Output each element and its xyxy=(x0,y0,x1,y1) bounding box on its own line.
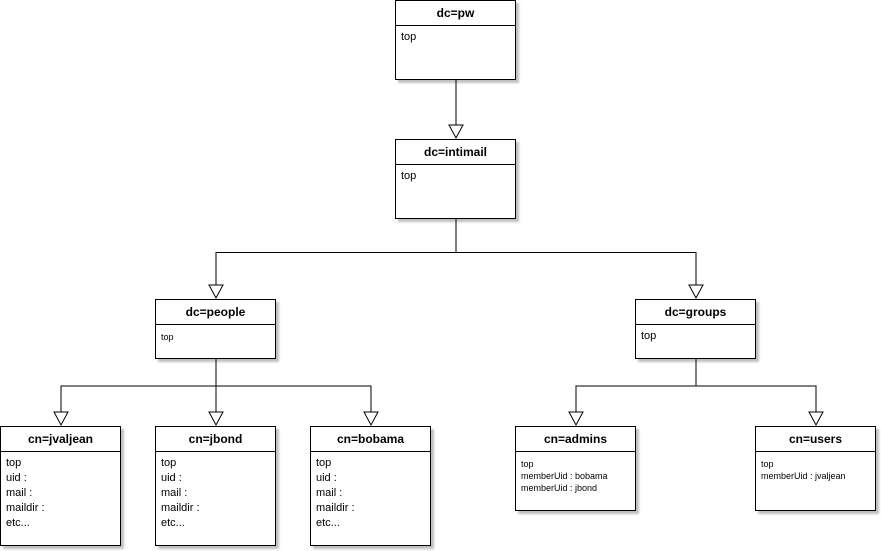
node-attribute: top xyxy=(641,330,657,342)
node-attributes: top uid : mail : maildir : etc... xyxy=(311,452,430,531)
node-attributes: top memberUid : bobama memberUid : jbond xyxy=(516,452,635,494)
node-attribute: etc... xyxy=(316,517,340,529)
node-attribute: mail : xyxy=(6,487,33,499)
node-attribute: uid : xyxy=(161,472,182,484)
node-attribute: maildir : xyxy=(6,502,45,514)
node-title: cn=users xyxy=(756,427,875,452)
node-attribute: memberUid : bobama xyxy=(521,471,608,481)
node-attributes: top memberUid : jvaljean xyxy=(756,452,875,482)
node-admins: cn=admins top memberUid : bobama memberUid … xyxy=(515,426,636,511)
node-attribute: uid : xyxy=(6,472,27,484)
node-attributes: top xyxy=(396,165,515,184)
arrowhead-icon xyxy=(568,411,584,427)
node-attribute: top xyxy=(401,31,417,43)
arrowhead-icon xyxy=(688,284,704,300)
node-attribute: uid : xyxy=(316,472,337,484)
connector-intimail-groups xyxy=(455,219,697,285)
node-attributes: top xyxy=(156,325,275,343)
node-pw: dc=pw top xyxy=(395,0,516,80)
connector-people-bobama xyxy=(215,359,372,412)
connector-groups-admins xyxy=(575,359,697,412)
node-attribute: mail : xyxy=(161,487,188,499)
node-title: dc=groups xyxy=(636,300,755,325)
arrowhead-icon xyxy=(363,411,379,427)
node-groups: dc=groups top xyxy=(635,299,756,359)
node-attribute: top xyxy=(521,459,534,469)
node-attribute: top xyxy=(761,459,774,469)
node-attribute: memberUid : jvaljean xyxy=(761,471,846,481)
arrowhead-icon xyxy=(208,284,224,300)
node-title: cn=jvaljean xyxy=(1,427,120,452)
node-attribute: top xyxy=(6,457,22,469)
node-attribute: top xyxy=(316,457,332,469)
node-title: dc=pw xyxy=(396,1,515,26)
node-attributes: top uid : mail : maildir : etc... xyxy=(156,452,275,531)
node-attribute: maildir : xyxy=(316,502,355,514)
node-attributes: top xyxy=(636,325,755,344)
node-intimail: dc=intimail top xyxy=(395,139,516,219)
node-attribute: maildir : xyxy=(161,502,200,514)
arrowhead-icon xyxy=(448,124,464,140)
node-attribute: etc... xyxy=(6,517,30,529)
connector-people-jvaljean xyxy=(60,359,217,412)
node-title: dc=intimail xyxy=(396,140,515,165)
node-attribute: memberUid : jbond xyxy=(521,483,598,493)
node-attribute: mail : xyxy=(316,487,343,499)
node-attribute: top xyxy=(161,332,174,342)
node-title: dc=people xyxy=(156,300,275,325)
connector-groups-users xyxy=(695,359,817,412)
node-attribute: etc... xyxy=(161,517,185,529)
node-attributes: top xyxy=(396,26,515,45)
arrowhead-icon xyxy=(808,411,824,427)
node-title: cn=admins xyxy=(516,427,635,452)
arrowhead-icon xyxy=(53,411,69,427)
node-bobama: cn=bobama top uid : mail : maildir : etc... xyxy=(310,426,431,546)
connector-intimail-people xyxy=(215,219,457,285)
node-jbond: cn=jbond top uid : mail : maildir : etc... xyxy=(155,426,276,546)
node-attribute: top xyxy=(401,170,417,182)
arrowhead-icon xyxy=(208,411,224,427)
node-people: dc=people top xyxy=(155,299,276,359)
node-attribute: top xyxy=(161,457,177,469)
node-users: cn=users top memberUid : jvaljean xyxy=(755,426,876,511)
node-title: cn=jbond xyxy=(156,427,275,452)
node-jvaljean: cn=jvaljean top uid : mail : maildir : etc... xyxy=(0,426,121,546)
node-attributes: top uid : mail : maildir : etc... xyxy=(1,452,120,531)
node-title: cn=bobama xyxy=(311,427,430,452)
